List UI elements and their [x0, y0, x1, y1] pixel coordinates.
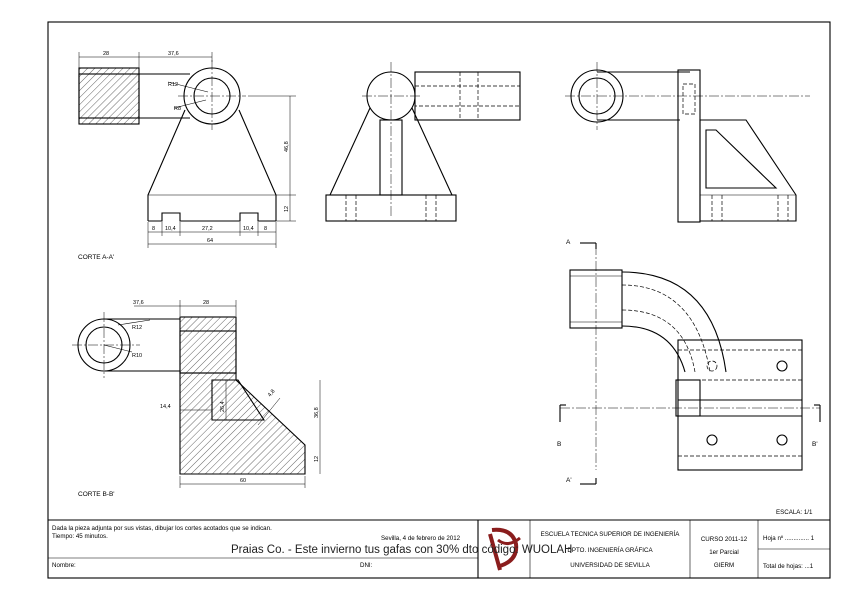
- date-label: Sevilla, 4 de febrero de 2012: [381, 535, 461, 542]
- instructions-line1: Dada la pieza adjunta por sus vistas, di…: [52, 525, 272, 532]
- dim-aa-37-6: 37,6: [168, 51, 179, 57]
- name-label: Nombre:: [52, 562, 76, 569]
- course-exam: 1er Parcial: [709, 549, 739, 556]
- dim-bb-36-8: 36,8: [314, 407, 320, 418]
- dim-bb-4-8: 4,8: [267, 389, 277, 399]
- dni-label: DNI:: [360, 562, 373, 569]
- dim-bb-28: 28: [203, 300, 209, 306]
- dim-bb-14-4: 14,4: [160, 404, 171, 410]
- course-year: CURSO 2011-12: [701, 536, 748, 543]
- dim-aa-27-2: 27,2: [202, 226, 213, 232]
- dim-bb-12: 12: [314, 456, 320, 462]
- dim-aa-8a: 8: [152, 226, 155, 232]
- sheet-number: Hoja nº .............. 1: [763, 535, 815, 542]
- instructions-line2: Tiempo: 45 minutos.: [52, 533, 108, 540]
- school-line1: ESCUELA TECNICA SUPERIOR DE INGENIERÍA: [541, 531, 681, 538]
- promo-overlay-text: Praias Co. - Este invierno tus gafas con…: [231, 544, 572, 556]
- section-bb-label: CORTE B-B': [78, 491, 115, 498]
- scale-label: ESCALA: 1/1: [776, 509, 813, 516]
- dim-aa-10-4b: 10,4: [243, 226, 254, 232]
- dim-aa-10-4a: 10,4: [165, 226, 176, 232]
- dim-aa-28: 28: [103, 51, 109, 57]
- dim-aa-r8: R8: [174, 106, 181, 112]
- course-degree: GIERM: [714, 562, 734, 569]
- cut-marker-b: B: [557, 441, 561, 448]
- dim-aa-8b: 8: [264, 226, 267, 232]
- dim-aa-64: 64: [207, 238, 213, 244]
- section-aa-view: [78, 52, 296, 248]
- sheet-frame: [47, 21, 831, 579]
- section-aa-label: CORTE A-A': [78, 254, 114, 261]
- dim-aa-46-8: 46,8: [284, 141, 290, 152]
- front-view: [325, 62, 521, 222]
- hatched-region: [78, 67, 140, 125]
- cut-marker-b-prime: B': [812, 441, 818, 448]
- cut-marker-a: A: [566, 239, 571, 246]
- dim-bb-37-6: 37,6: [133, 300, 144, 306]
- section-bb-view: [72, 300, 321, 488]
- dim-bb-60: 60: [240, 478, 246, 484]
- school-line2: DPTO. INGENIERÍA GRÁFICA: [567, 547, 653, 554]
- cut-marker-a-prime: A': [566, 477, 572, 484]
- total-sheets: Total de hojas: ...1: [763, 563, 814, 570]
- dim-bb-r12: R12: [132, 325, 142, 331]
- dim-bb-26-4: 26,4: [220, 401, 226, 412]
- dim-bb-r10: R10: [132, 353, 142, 359]
- side-view: [565, 62, 810, 223]
- plan-view: [559, 242, 821, 485]
- dim-aa-r12: R12: [168, 82, 178, 88]
- school-line3: UNIVERSIDAD DE SEVILLA: [570, 562, 650, 569]
- university-logo: [486, 526, 522, 572]
- title-block: [48, 519, 830, 578]
- dim-aa-12: 12: [284, 206, 290, 212]
